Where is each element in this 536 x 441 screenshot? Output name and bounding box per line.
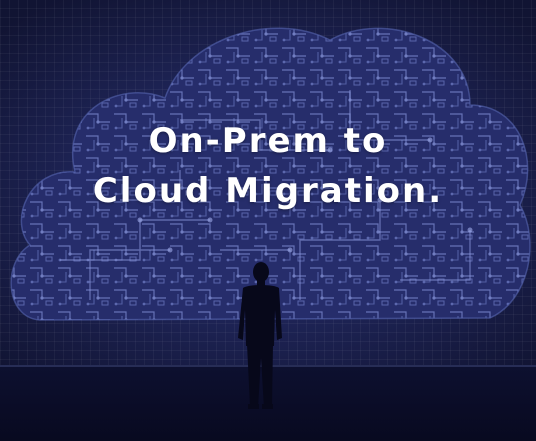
headline: On-Prem to Cloud Migration. (0, 116, 536, 216)
person-silhouette (238, 262, 282, 409)
headline-line-1: On-Prem to (148, 121, 388, 161)
headline-line-2: Cloud Migration. (92, 171, 444, 211)
